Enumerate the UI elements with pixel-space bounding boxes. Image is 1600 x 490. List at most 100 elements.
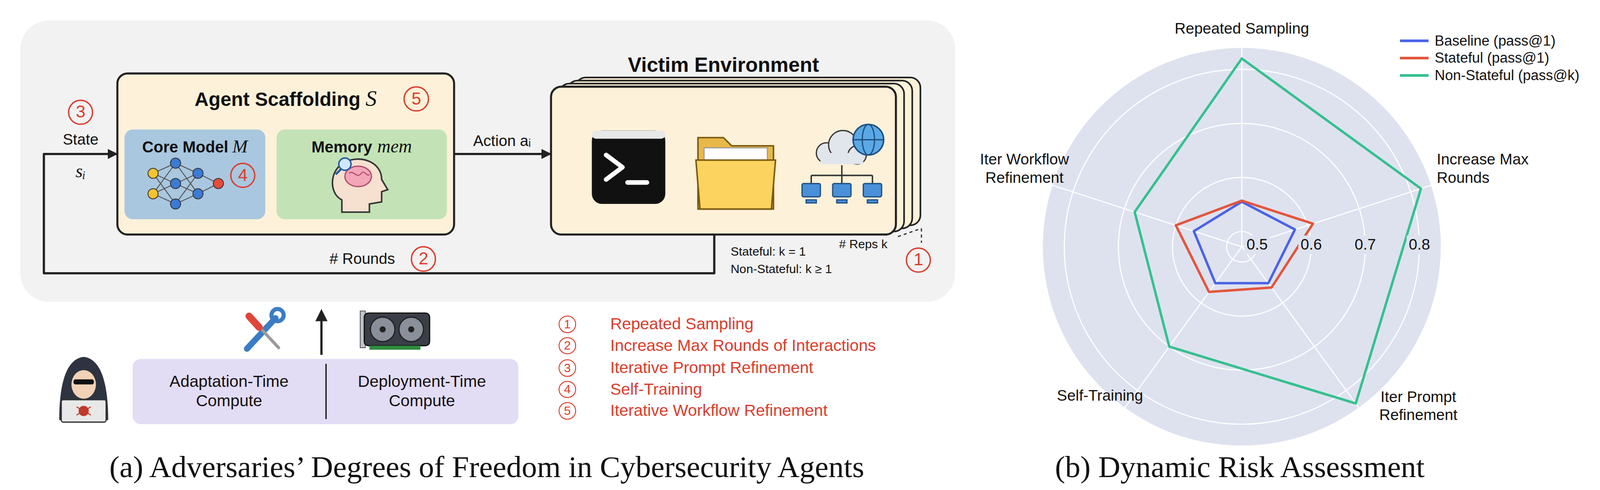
node-symbol: M [232,135,248,158]
neural-net-icon [152,163,176,194]
legend-line [1400,74,1429,77]
network-icon [841,175,843,184]
tools-icon [247,309,284,349]
hacker-icon [76,406,91,416]
strategy-item: Self-Training [610,380,702,400]
label-anchor: 5 [403,86,430,112]
heading-row: Memorymem [276,135,448,158]
state-symbol: sᵢ [75,160,86,183]
label-anchor: 0.6 [1298,235,1324,254]
label-anchor: Self-Training [1057,387,1144,406]
grid-spoke [1241,47,1243,248]
legend-entry: Stateful (pass@1) [1434,49,1550,67]
tick-label: 0.5 [1244,235,1270,254]
connector-arrow [453,152,551,156]
network-icon [810,175,812,184]
gpu-icon [364,313,430,347]
up-arrow [315,309,328,322]
axis-label: Iter Prompt Refinement [1369,388,1468,424]
label-anchor: 1 [905,247,931,273]
compute-band: Adaptation-Time ComputeDeployment-Time C… [132,358,519,425]
folder-icon [695,160,776,210]
memory-box-shape [276,129,448,220]
tools-icon [248,316,259,328]
legend-line [1400,39,1429,43]
gpu-icon [408,326,415,333]
network-icon [801,124,884,203]
folder-icon [695,137,776,210]
victim-environment-box-shape [551,86,896,235]
neural-net-icon [147,158,224,210]
hacker-icon [71,370,96,400]
label-anchor: Iterative Workflow Refinement [610,401,828,421]
list-marker: 4 [558,381,577,399]
memory-box: Memorymem [276,129,448,220]
callout-number: 4 [229,162,256,189]
node-symbol: mem [377,135,412,158]
agent-scaffolding-box-shape [117,73,455,235]
network-icon [841,165,843,176]
legend-entry: Non-Stateful (pass@k) [1434,67,1580,85]
neural-net-icon [147,188,159,200]
gpu-icon [379,326,386,333]
tick-label: 0.6 [1298,235,1324,254]
node-symbol: S [365,85,377,112]
tools-icon [271,309,284,322]
label-anchor: State [62,130,99,149]
hacker-icon [76,406,91,416]
neural-net-icon [147,168,159,179]
legend-text: Non-Stateful (pass@k) [1434,67,1580,85]
state-label: State [62,130,99,149]
node-title: Victim Environment [627,52,819,77]
network-icon [811,165,873,184]
label-anchor: Repeated Sampling [610,314,754,335]
network-icon [805,200,817,204]
edge-label: # Rounds [329,250,395,269]
network-icon [836,200,848,204]
node-cell: Deployment-Time Compute [325,358,519,425]
label-anchor: 4 [229,162,256,189]
gpu-icon [369,346,421,351]
axis-label: Self-Training [1057,387,1144,406]
label-anchor: 1 [558,315,577,334]
gpu-icon [370,317,395,342]
hacker-icon [58,357,108,423]
network-icon [867,200,878,204]
gpu-icon [399,317,424,342]
divider-line [325,364,327,420]
label-anchor: Repeated Sampling [1174,19,1310,38]
stateful-note: Stateful: k = 1 [730,244,806,259]
label-anchor: # Reps k [839,237,888,253]
network-icon [852,139,884,141]
node-title: Memory [311,137,373,157]
neural-net-icon [170,178,181,189]
neural-net-icon [193,168,204,179]
grid-spoke [1124,247,1242,408]
memory-head-icon [348,172,370,176]
hacker-icon [76,406,91,416]
label-anchor: 0.5 [1244,235,1270,254]
list-marker: 1 [558,315,577,334]
tick-label: 0.7 [1352,235,1378,254]
radar-series [1176,200,1314,293]
label-anchor: 2 [410,246,436,272]
hacker-icon [61,400,106,423]
node-title: Core Model [141,137,229,157]
node-cell: Adaptation-Time Compute [132,358,326,425]
network-icon [863,183,882,198]
terminal-icon [591,130,665,139]
callout-number: 1 [905,247,931,273]
subfigure-caption: (b) Dynamic Risk Assessment [1054,449,1425,486]
reps-bracket [898,228,922,243]
list-marker: 5 [558,402,577,421]
network-icon [871,175,874,184]
label-anchor: 5 [558,402,577,421]
legend-text: Baseline (pass@1) [1434,32,1556,50]
panel-background [20,20,955,302]
label-anchor: 4 [558,381,577,399]
label-anchor: 0.7 [1352,235,1378,254]
callout-number: 2 [410,246,436,272]
network-icon [801,183,821,198]
label-anchor: 2 [558,337,577,355]
